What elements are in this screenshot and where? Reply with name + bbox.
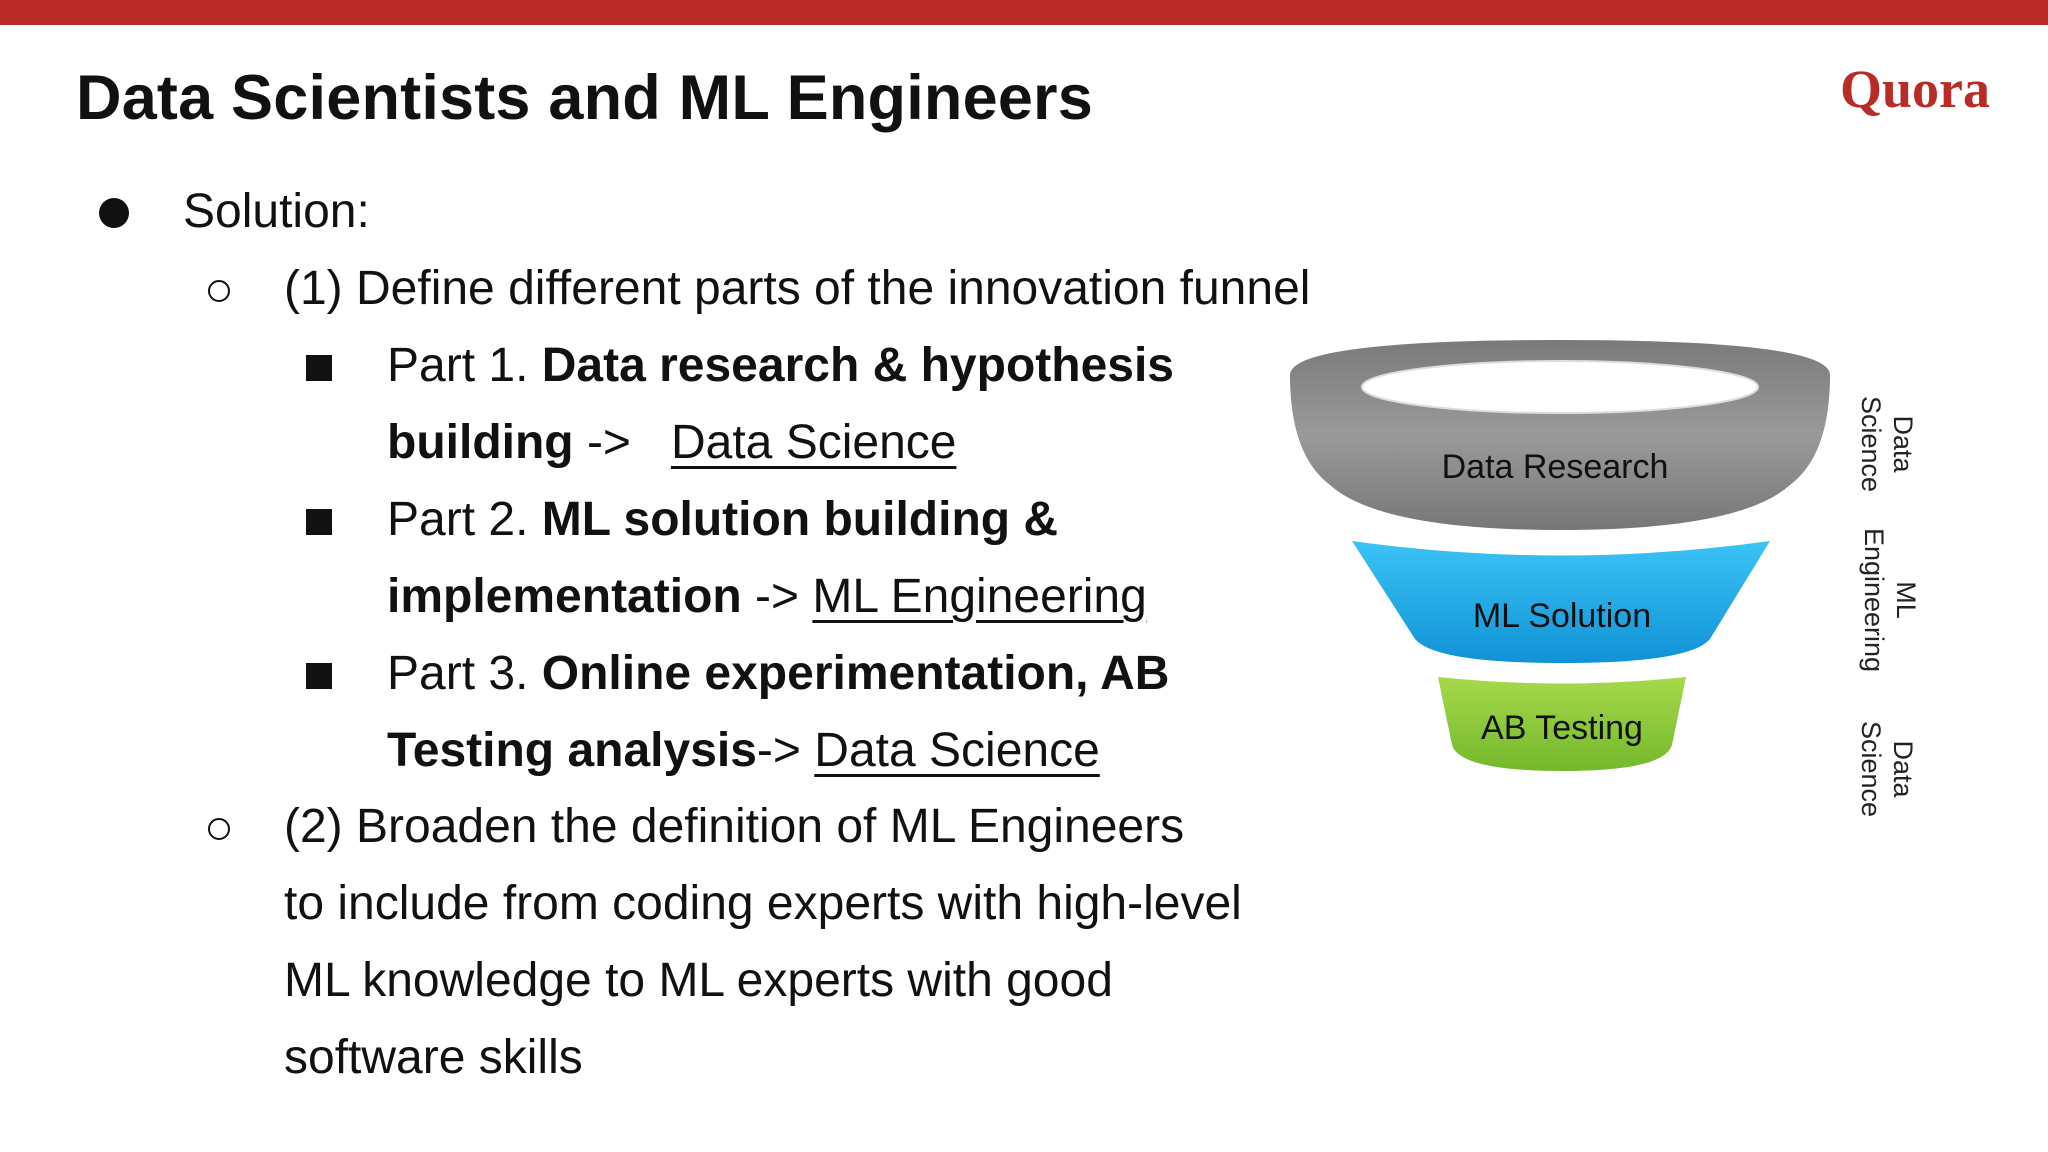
bullet-square-icon (306, 355, 332, 381)
part1-line2: building -> Data Science (387, 415, 956, 471)
side-label-data-science-bottom: Data Science (1856, 720, 1918, 818)
part2-bold1: ML solution building & (541, 493, 1059, 546)
quora-logo: Quora (1840, 59, 1991, 119)
part3-bold1: Online experimentation, AB (541, 647, 1170, 700)
part2-arrow: -> (741, 570, 813, 623)
top-accent-bar (0, 0, 2048, 25)
part2-prefix: Part 2. (387, 493, 542, 546)
part3-line1: Part 3. Online experimentation, AB (387, 646, 1169, 702)
part3-line2: Testing analysis-> Data Science (387, 723, 1100, 779)
item1-text: (1) Define different parts of the innova… (284, 262, 1311, 315)
side-label-data-science-top: Data Science (1856, 395, 1918, 493)
item2-line4: software skills (284, 1031, 583, 1084)
part2-link-ml-engineering[interactable]: ML Engineering (812, 570, 1147, 623)
part1-link-data-science[interactable]: Data Science (670, 416, 957, 469)
innovation-funnel-diagram: Data Research ML Solution AB Testing (1290, 340, 1830, 771)
bullet-circle-icon (208, 818, 230, 840)
slide-title: Data Scientists and ML Engineers (76, 63, 1094, 133)
part1-prefix: Part 1. (387, 339, 542, 392)
part3-link-data-science[interactable]: Data Science (814, 724, 1100, 777)
bullet-circle-icon (208, 280, 230, 302)
funnel-label-ml-solution: ML Solution (1473, 597, 1651, 635)
bullet-dot-icon (99, 198, 129, 228)
funnel-stage-ab-testing: AB Testing (1438, 677, 1686, 771)
bullet-square-icon (306, 663, 332, 689)
part3-bold2: Testing analysis (387, 724, 757, 777)
solution-label: Solution: (183, 185, 370, 238)
funnel-label-data-research: Data Research (1442, 448, 1669, 486)
part1-bold2: building (387, 416, 574, 469)
part3-prefix: Part 3. (387, 647, 542, 700)
part2-line2: implementation -> ML Engineering (387, 569, 1147, 625)
funnel-stage-ml-solution: ML Solution (1352, 541, 1770, 663)
item2-line2: to include from coding experts with high… (284, 877, 1242, 930)
part1-line1: Part 1. Data research & hypothesis (387, 338, 1174, 394)
part3-arrow: -> (756, 724, 815, 777)
part2-line1: Part 2. ML solution building & (387, 492, 1058, 548)
side-label-ml-engineering: ML Engineering (1859, 527, 1921, 673)
bullet-square-icon (306, 509, 332, 535)
part2-bold2: implementation (387, 570, 742, 623)
part1-bold1: Data research & hypothesis (541, 339, 1174, 392)
funnel-stage-data-research: Data Research (1290, 340, 1830, 530)
part1-arrow: -> (573, 416, 671, 469)
funnel-label-ab-testing: AB Testing (1481, 709, 1643, 747)
item2-line1: (2) Broaden the definition of ML Enginee… (284, 800, 1185, 853)
item2-line3: ML knowledge to ML experts with good (284, 954, 1113, 1007)
